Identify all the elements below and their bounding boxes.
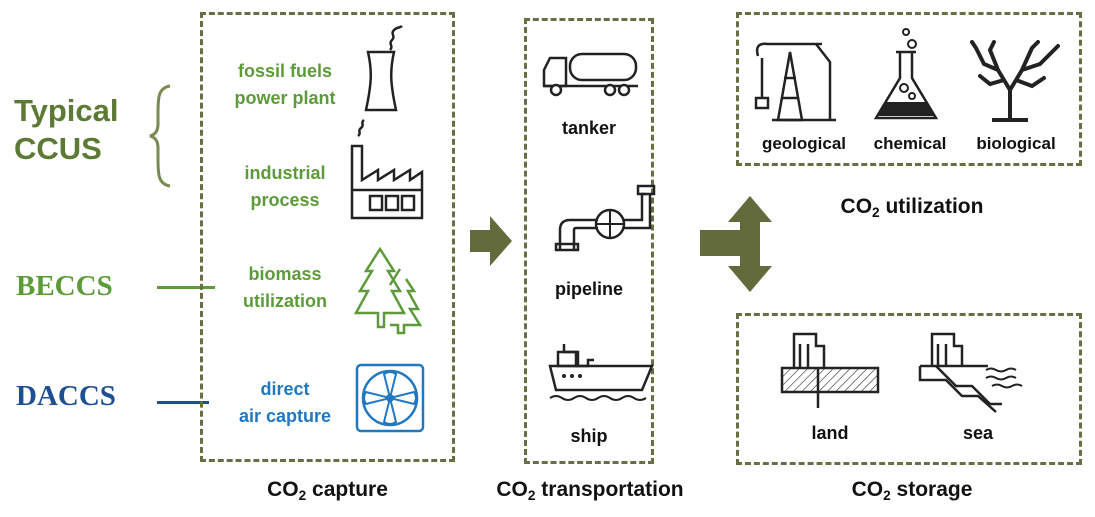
daccs-connector xyxy=(157,401,209,404)
transport-item-tanker-label: tanker xyxy=(561,118,617,138)
capture-box xyxy=(200,12,455,462)
capture-item-dac-label: direct air capture xyxy=(210,376,360,430)
fan-icon xyxy=(355,363,425,433)
capture-item-industrial-line1: industrial xyxy=(244,163,326,183)
transport-box xyxy=(524,18,654,464)
capture-item-fossil-line1: fossil fuels xyxy=(237,61,333,81)
transport-title-sub: 2 xyxy=(527,488,536,504)
coral-icon xyxy=(970,40,1060,122)
beccs-label: BECCS xyxy=(16,270,113,302)
capture-item-biomass-line2: utilization xyxy=(243,291,327,311)
capture-item-industrial-label: industrial process xyxy=(210,160,360,214)
daccs-label: DACCS xyxy=(16,380,116,412)
capture-item-biomass-label: biomass utilization xyxy=(210,261,360,315)
storage-item-land-label: land xyxy=(811,423,849,443)
utilization-item-chemical-label: chemical xyxy=(873,134,947,153)
utilization-title-sub: 2 xyxy=(872,205,880,221)
tanker-truck-icon xyxy=(542,52,638,97)
storage-title-sub: 2 xyxy=(883,488,891,504)
transport-item-pipeline-label: pipeline xyxy=(554,279,623,299)
capture-item-fossil-label: fossil fuels power plant xyxy=(210,58,360,112)
storage-title-post: storage xyxy=(890,478,973,501)
capture-title-pre: CO xyxy=(267,478,299,501)
storage-box xyxy=(736,313,1082,465)
capture-item-dac-line1: direct xyxy=(260,379,310,399)
capture-title: CO2 capture xyxy=(200,478,455,503)
capture-item-biomass-line1: biomass xyxy=(248,264,322,284)
flask-icon xyxy=(873,28,939,120)
oil-pump-icon xyxy=(754,42,836,122)
utilization-title-post: utilization xyxy=(879,195,984,218)
capture-title-post: capture xyxy=(306,478,388,501)
utilization-item-biological-label: biological xyxy=(976,134,1056,153)
capture-title-sub: 2 xyxy=(298,488,307,504)
cooling-tower-icon xyxy=(364,25,403,112)
sea-storage-icon xyxy=(918,332,1023,413)
utilization-title: CO2 utilization xyxy=(806,195,1018,220)
typical-brace-icon xyxy=(149,84,171,188)
transport-title-pre: CO xyxy=(496,478,528,501)
land-storage-icon xyxy=(780,332,880,408)
transport-item-ship-label: ship xyxy=(570,426,608,446)
ship-icon xyxy=(548,344,654,401)
utilization-item-geological-label: geological xyxy=(761,134,847,153)
capture-item-industrial-line2: process xyxy=(250,190,320,210)
utilization-box xyxy=(736,12,1082,166)
capture-item-fossil-line2: power plant xyxy=(234,88,336,108)
capture-item-dac-line2: air capture xyxy=(238,406,332,426)
beccs-connector xyxy=(157,286,215,289)
pipeline-icon xyxy=(554,184,656,252)
trees-icon xyxy=(353,246,423,335)
transport-title-post: transportation xyxy=(535,478,684,501)
storage-title-pre: CO xyxy=(851,478,884,501)
transport-title: CO2 transportation xyxy=(486,478,694,503)
storage-item-sea-label: sea xyxy=(962,423,994,443)
typical-ccus-line1: Typical xyxy=(14,93,119,128)
typical-ccus-label: Typical CCUS xyxy=(14,92,119,168)
split-arrow-icon xyxy=(700,196,772,292)
utilization-title-pre: CO xyxy=(840,195,873,218)
storage-title: CO2 storage xyxy=(806,478,1018,503)
typical-ccus-line2: CCUS xyxy=(14,131,102,166)
factory-icon xyxy=(350,119,424,220)
right-arrow-icon xyxy=(470,216,512,266)
